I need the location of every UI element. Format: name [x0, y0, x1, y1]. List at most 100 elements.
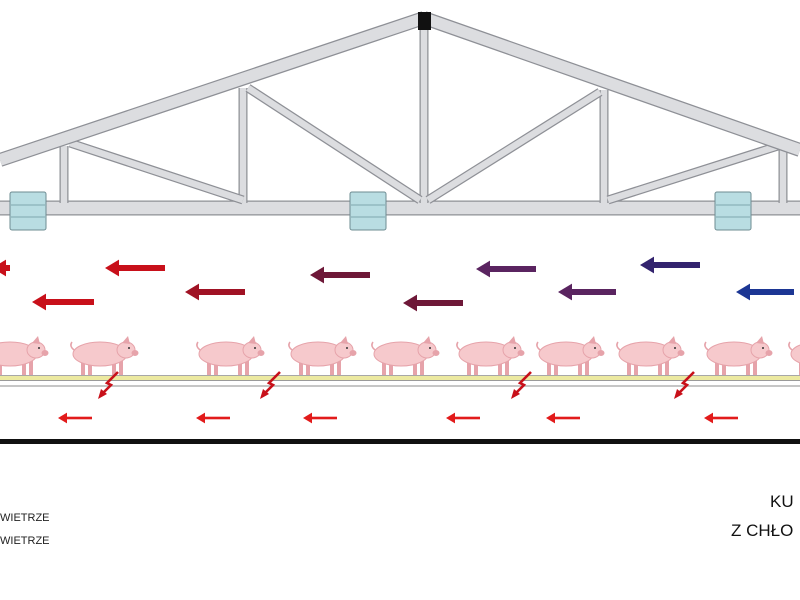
bolt-head — [674, 389, 683, 399]
downflow-arrows — [98, 371, 695, 399]
underfloor-arrow-icon — [546, 412, 580, 424]
underfloor-arrow-icon — [58, 412, 92, 424]
pig-head — [417, 341, 437, 359]
pig-head — [582, 341, 602, 359]
pig-icon — [0, 336, 49, 378]
airflow-arrow-icon — [32, 293, 94, 311]
arrow-shaft — [44, 299, 94, 305]
arrow-shaft — [570, 289, 616, 295]
arrow-head — [58, 412, 67, 424]
pig-tail — [536, 341, 541, 351]
pig-ear — [340, 336, 348, 344]
legend-label-2: WIETRZE — [0, 535, 50, 547]
arrow-shaft — [488, 266, 536, 272]
pig-eye — [254, 347, 256, 349]
bolt-head — [260, 389, 269, 399]
pig-icon — [196, 336, 265, 378]
pig-ear — [32, 336, 40, 344]
pig-leg — [505, 360, 509, 378]
pig-snout — [765, 350, 773, 356]
pig-leg — [245, 360, 249, 378]
airflow-arrow-icon — [403, 294, 463, 312]
air-inlet-icon — [349, 191, 387, 231]
pig-leg — [81, 360, 85, 378]
arrow-head — [446, 412, 455, 424]
barn-floor-line — [0, 439, 800, 444]
pig-snout — [677, 350, 685, 356]
arrow-shaft — [311, 416, 337, 420]
pig-snout — [597, 350, 605, 356]
bolt-head — [511, 389, 520, 399]
arrow-shaft — [554, 416, 580, 420]
arrow-shaft — [748, 289, 794, 295]
arrow-shaft — [415, 300, 463, 306]
pig-body — [790, 344, 800, 364]
pig-snout — [349, 350, 357, 356]
pig-icon — [371, 336, 440, 378]
arrow-head — [640, 256, 654, 274]
pig-icon — [616, 336, 685, 378]
pig-leg — [753, 360, 757, 378]
pig-leg — [585, 360, 589, 378]
downflow-arrow-icon — [98, 371, 119, 399]
pig-leg — [467, 360, 471, 378]
arrow-head — [310, 266, 324, 284]
underfloor-arrow-icon — [196, 412, 230, 424]
airflow-arrow-icon — [0, 259, 10, 277]
airflow-arrow-icon — [736, 283, 794, 301]
pig-head — [242, 341, 262, 359]
inlet-body — [349, 191, 387, 231]
pig-ear — [423, 336, 431, 344]
arrow-head — [185, 283, 199, 301]
roof-truss — [0, 11, 800, 216]
pig-icon — [788, 341, 800, 378]
downflow-arrow-icon — [674, 371, 695, 399]
legend-label-1: WIETRZE — [0, 512, 50, 524]
arrow-head — [0, 259, 6, 277]
airflow-arrow-icon — [476, 260, 536, 278]
pig-eye — [128, 347, 130, 349]
pig-tail — [70, 341, 75, 351]
underfloor-airflow-arrows — [58, 412, 738, 424]
pig-snout — [131, 350, 139, 356]
arrow-shaft — [454, 416, 480, 420]
slatted-floor — [0, 375, 800, 387]
pig-ear — [122, 336, 130, 344]
floor-base — [0, 439, 800, 444]
air-inlet-icon — [714, 191, 752, 231]
arrow-shaft — [4, 265, 10, 271]
pig-tail — [288, 341, 293, 351]
diagonal-left-2 — [246, 85, 422, 203]
airflow-arrow-icon — [558, 283, 616, 301]
pig-ear — [248, 336, 256, 344]
bolt-stroke — [264, 371, 281, 394]
pig-ear — [588, 336, 596, 344]
airflow-arrow-icon — [105, 259, 165, 277]
arrow-shaft — [197, 289, 245, 295]
downflow-arrow-icon — [260, 371, 281, 399]
pig-eye — [429, 347, 431, 349]
diagonal-right-1 — [607, 142, 779, 204]
pig-tail — [456, 341, 461, 351]
bolt-stroke — [678, 371, 695, 394]
pig-tail — [704, 341, 709, 351]
pig-ear — [756, 336, 764, 344]
arrow-head — [32, 293, 46, 311]
pig-tail — [788, 341, 793, 351]
airflow-arrow-icon — [640, 256, 700, 274]
pig-icon — [70, 336, 139, 378]
apex-block — [418, 12, 431, 30]
diagonal-left-1 — [68, 139, 245, 204]
pig-leg — [207, 360, 211, 378]
pig-head — [662, 341, 682, 359]
underfloor-arrow-icon — [704, 412, 738, 424]
pig-leg — [420, 360, 424, 378]
pig-leg — [627, 360, 631, 378]
underfloor-arrow-icon — [446, 412, 480, 424]
pig-eye — [594, 347, 596, 349]
airflow-arrow-icon — [310, 266, 370, 284]
inlet-body — [714, 191, 752, 231]
arrow-shaft — [66, 416, 92, 420]
pig-tail — [616, 341, 621, 351]
